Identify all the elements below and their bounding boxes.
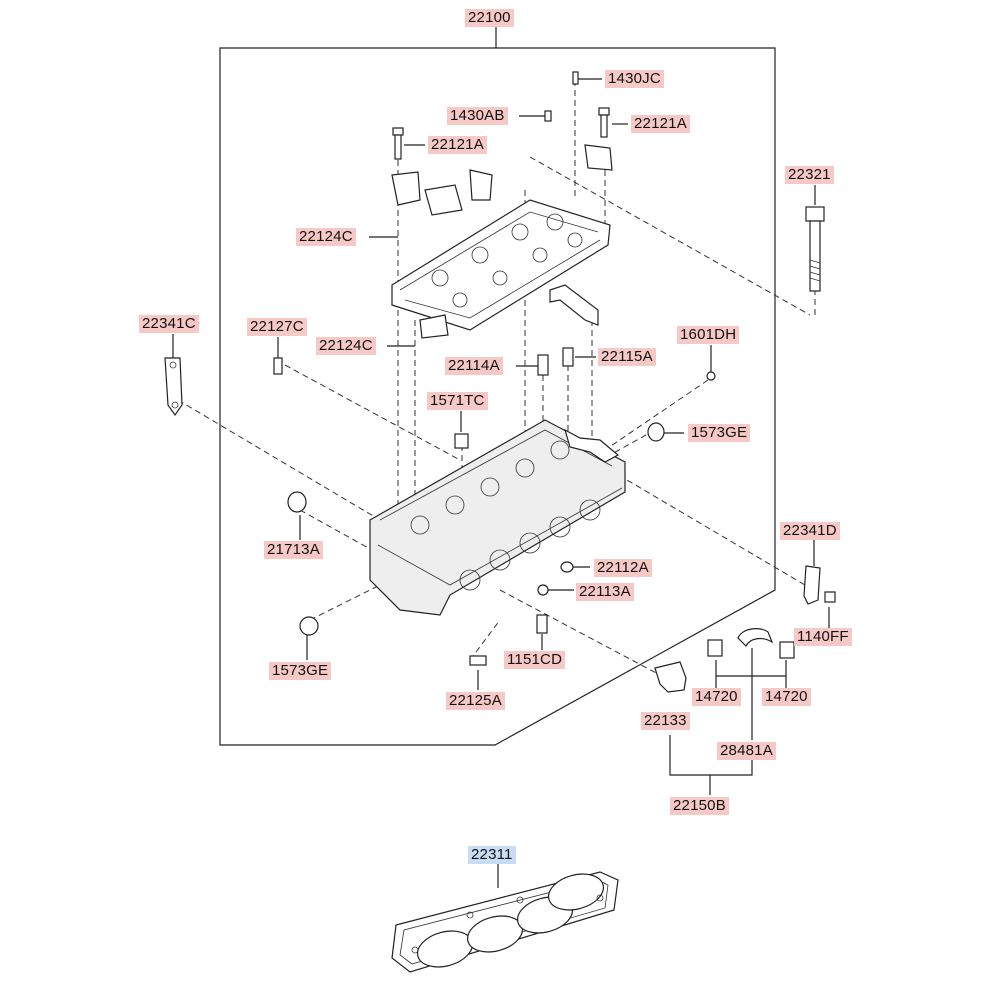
callout-22121A-right[interactable]: 22121A	[631, 115, 690, 133]
callout-22115A[interactable]: 22115A	[598, 348, 656, 366]
callout-21713A[interactable]: 21713A	[264, 541, 323, 559]
bearing-cap-lower	[549, 284, 599, 326]
callout-28481A[interactable]: 28481A	[717, 742, 776, 760]
dowel-22114A	[537, 354, 549, 376]
bolt-1140FF	[824, 591, 836, 603]
callout-22311[interactable]: 22311	[468, 846, 516, 864]
head-gasket-22311	[391, 871, 619, 973]
callout-22124C-bottom[interactable]: 22124C	[316, 337, 376, 355]
hose-28481A	[737, 628, 774, 648]
callout-22114A[interactable]: 22114A	[445, 357, 503, 375]
plug-1601DH	[706, 371, 716, 381]
callout-22112A[interactable]: 22112A	[594, 559, 652, 577]
bolt-22121A-left	[392, 127, 404, 160]
callout-1573GE-right[interactable]: 1573GE	[688, 424, 751, 442]
callout-1430JC[interactable]: 1430JC	[605, 70, 664, 88]
dowel-22115A	[562, 347, 574, 367]
fitting-22133	[654, 661, 687, 693]
stud-22125A	[469, 655, 487, 666]
callout-22100[interactable]: 22100	[465, 9, 514, 27]
bracket-22341D	[803, 565, 821, 605]
stud-22127C	[273, 357, 283, 375]
callout-1151CD[interactable]: 1151CD	[504, 651, 566, 669]
plug-1573GE-right	[647, 422, 665, 442]
plug-21713A	[287, 491, 307, 513]
clamp-14720-left	[707, 639, 723, 657]
plug-1573GE-left	[299, 616, 319, 636]
callout-1571TC[interactable]: 1571TC	[427, 392, 488, 410]
assembly-frame	[219, 47, 776, 746]
seal-22112A	[560, 561, 574, 573]
callout-22133[interactable]: 22133	[641, 712, 690, 730]
callout-14720-left[interactable]: 14720	[692, 688, 741, 706]
callout-22113A[interactable]: 22113A	[576, 583, 634, 601]
callout-22127C[interactable]: 22127C	[247, 318, 307, 336]
bolt-22121A-right	[598, 107, 610, 138]
callout-1430AB[interactable]: 1430AB	[447, 107, 508, 125]
callout-1601DH[interactable]: 1601DH	[677, 326, 740, 344]
cylinder-head-body	[369, 419, 626, 616]
callout-14720-right[interactable]: 14720	[762, 688, 811, 706]
leader-lines	[172, 78, 830, 888]
head-bolt-22321	[805, 206, 825, 292]
seal-22113A	[537, 584, 549, 596]
bracket-22341C	[164, 357, 183, 417]
callout-1573GE-left[interactable]: 1573GE	[269, 662, 332, 680]
callout-22125A[interactable]: 22125A	[446, 692, 505, 710]
clamp-14720-right	[779, 641, 795, 659]
cap-1571TC	[454, 433, 469, 449]
callout-22321[interactable]: 22321	[785, 166, 834, 184]
stud-1151CD	[536, 614, 548, 634]
camshaft-carrier	[391, 144, 613, 339]
callout-22341C[interactable]: 22341C	[139, 315, 199, 333]
callout-22150B[interactable]: 22150B	[670, 797, 729, 815]
bolt-1430JC	[572, 71, 579, 85]
dashed-alignment-lines	[177, 80, 816, 676]
callout-22121A-left[interactable]: 22121A	[428, 136, 487, 154]
callout-22124C-top[interactable]: 22124C	[296, 228, 356, 246]
callout-22341D[interactable]: 22341D	[780, 522, 840, 540]
callout-1140FF[interactable]: 1140FF	[794, 628, 852, 646]
plug-1430AB	[544, 110, 552, 122]
